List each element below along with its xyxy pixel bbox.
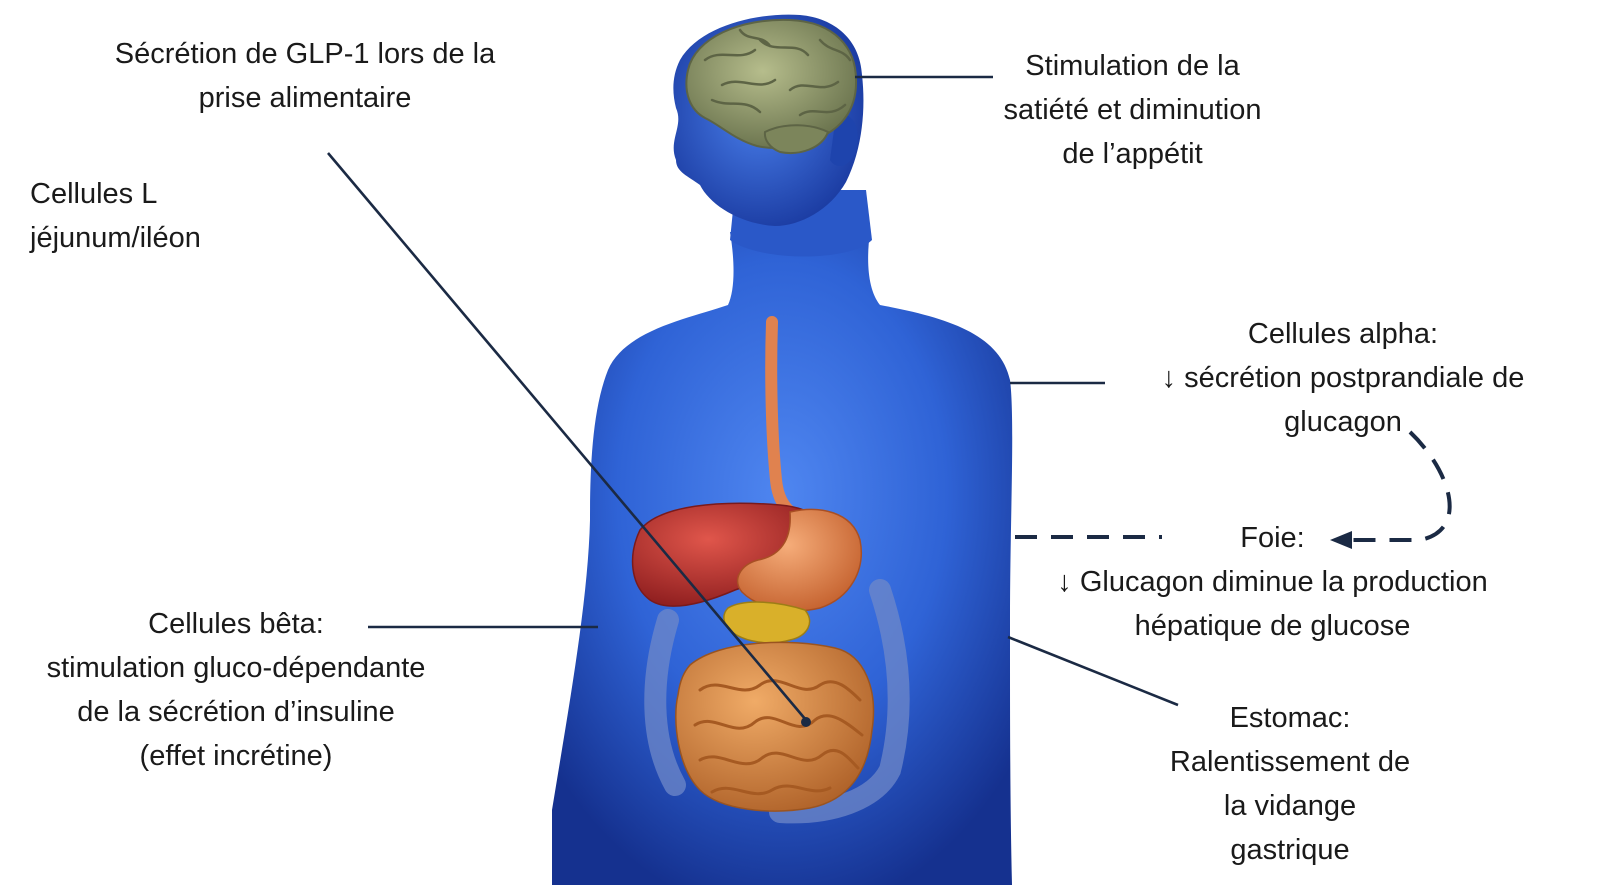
label-alpha-cells: Cellules alpha: ↓ sécrétion postprandial… [1118, 312, 1568, 444]
label-glp1-secretion: Sécrétion de GLP-1 lors de la prise alim… [65, 32, 545, 120]
small-intestine [676, 642, 874, 811]
glp1-pointer-dot [801, 717, 811, 727]
label-stomach: Estomac: Ralentissement de la vidange ga… [1140, 696, 1440, 872]
label-liver: Foie: ↓ Glucagon diminue la production h… [1015, 516, 1530, 648]
label-brain-satiety: Stimulation de la satiété et diminution … [960, 44, 1305, 176]
label-l-cells: Cellules L jéjunum/iléon [30, 172, 201, 260]
label-beta-cells: Cellules bêta: stimulation gluco-dépenda… [6, 602, 466, 778]
